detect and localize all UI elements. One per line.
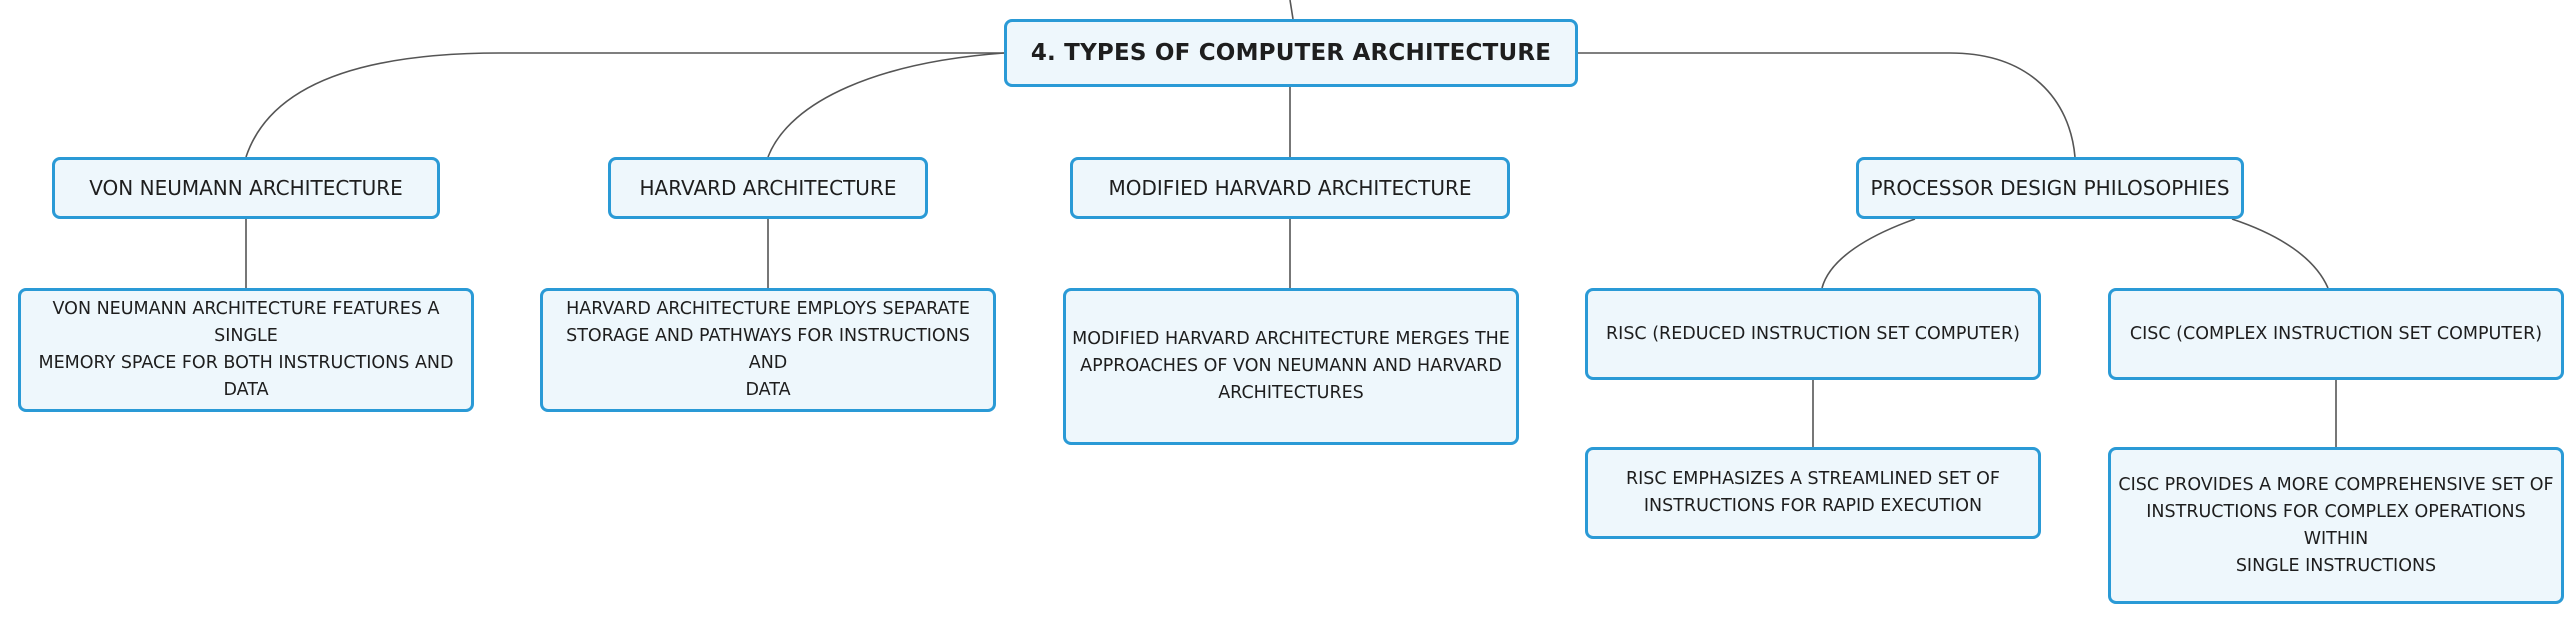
von-neumann-node[interactable]: VON NEUMANN ARCHITECTURE xyxy=(52,157,440,219)
risc-label: RISC (REDUCED INSTRUCTION SET COMPUTER) xyxy=(1606,323,2020,344)
detail-line: CISC PROVIDES A MORE COMPREHENSIVE SET O… xyxy=(2118,474,2554,495)
connector-root-to-harvard xyxy=(767,52,1005,158)
risc-detail-text: RISC EMPHASIZES A STREAMLINED SET OF INS… xyxy=(1626,466,2000,520)
connector-processor-to-risc xyxy=(1821,218,1916,289)
detail-line: INSTRUCTIONS FOR COMPLEX OPERATIONS WITH… xyxy=(2146,501,2526,549)
connector-root-to-processor-design xyxy=(1578,52,2076,158)
detail-line: INSTRUCTIONS FOR RAPID EXECUTION xyxy=(1643,496,1983,516)
von-neumann-detail-text: VON NEUMANN ARCHITECTURE FEATURES A SING… xyxy=(27,296,465,404)
harvard-node[interactable]: HARVARD ARCHITECTURE xyxy=(608,157,928,219)
detail-line: VON NEUMANN ARCHITECTURE FEATURES A SING… xyxy=(52,299,440,346)
risc-detail-node[interactable]: RISC EMPHASIZES A STREAMLINED SET OF INS… xyxy=(1585,447,2041,539)
connector-processor-to-cisc xyxy=(2231,218,2329,289)
detail-line: HARVARD ARCHITECTURE EMPLOYS SEPARATE xyxy=(566,299,970,319)
modified-harvard-detail-node[interactable]: MODIFIED HARVARD ARCHITECTURE MERGES THE… xyxy=(1063,288,1519,445)
harvard-detail-node[interactable]: HARVARD ARCHITECTURE EMPLOYS SEPARATE ST… xyxy=(540,288,996,412)
risc-node[interactable]: RISC (REDUCED INSTRUCTION SET COMPUTER) xyxy=(1585,288,2041,380)
detail-line: DATA xyxy=(745,380,791,400)
cisc-detail-node[interactable]: CISC PROVIDES A MORE COMPREHENSIVE SET O… xyxy=(2108,447,2564,604)
detail-line: SINGLE INSTRUCTIONS xyxy=(2235,555,2437,576)
connector-root-to-parent xyxy=(1289,0,1294,20)
connector-root-to-von-neumann xyxy=(245,52,1004,158)
harvard-detail-text: HARVARD ARCHITECTURE EMPLOYS SEPARATE ST… xyxy=(549,296,987,404)
cisc-detail-text: CISC PROVIDES A MORE COMPREHENSIVE SET O… xyxy=(2117,472,2555,580)
detail-line: STORAGE AND PATHWAYS FOR INSTRUCTIONS AN… xyxy=(566,326,970,373)
detail-line: DATA xyxy=(223,380,269,400)
modified-harvard-detail-text: MODIFIED HARVARD ARCHITECTURE MERGES THE… xyxy=(1072,326,1510,407)
detail-line: APPROACHES OF VON NEUMANN AND HARVARD xyxy=(1080,356,1502,376)
cisc-node[interactable]: CISC (COMPLEX INSTRUCTION SET COMPUTER) xyxy=(2108,288,2564,380)
detail-line: MEMORY SPACE FOR BOTH INSTRUCTIONS AND xyxy=(38,353,454,373)
detail-line: MODIFIED HARVARD ARCHITECTURE MERGES THE xyxy=(1072,329,1510,349)
modified-harvard-label: MODIFIED HARVARD ARCHITECTURE xyxy=(1108,176,1472,200)
cisc-label: CISC (COMPLEX INSTRUCTION SET COMPUTER) xyxy=(2129,323,2543,344)
harvard-label: HARVARD ARCHITECTURE xyxy=(639,176,897,200)
detail-line: ARCHITECTURES xyxy=(1218,383,1364,403)
von-neumann-detail-node[interactable]: VON NEUMANN ARCHITECTURE FEATURES A SING… xyxy=(18,288,474,412)
modified-harvard-node[interactable]: MODIFIED HARVARD ARCHITECTURE xyxy=(1070,157,1510,219)
von-neumann-label: VON NEUMANN ARCHITECTURE xyxy=(89,176,403,200)
processor-design-label: PROCESSOR DESIGN PHILOSOPHIES xyxy=(1870,176,2230,200)
detail-line: RISC EMPHASIZES A STREAMLINED SET OF xyxy=(1625,469,2000,489)
processor-design-node[interactable]: PROCESSOR DESIGN PHILOSOPHIES xyxy=(1856,157,2244,219)
root-topic-node[interactable]: 4. TYPES OF COMPUTER ARCHITECTURE xyxy=(1004,19,1578,87)
root-topic-label: 4. TYPES OF COMPUTER ARCHITECTURE xyxy=(1030,40,1552,66)
